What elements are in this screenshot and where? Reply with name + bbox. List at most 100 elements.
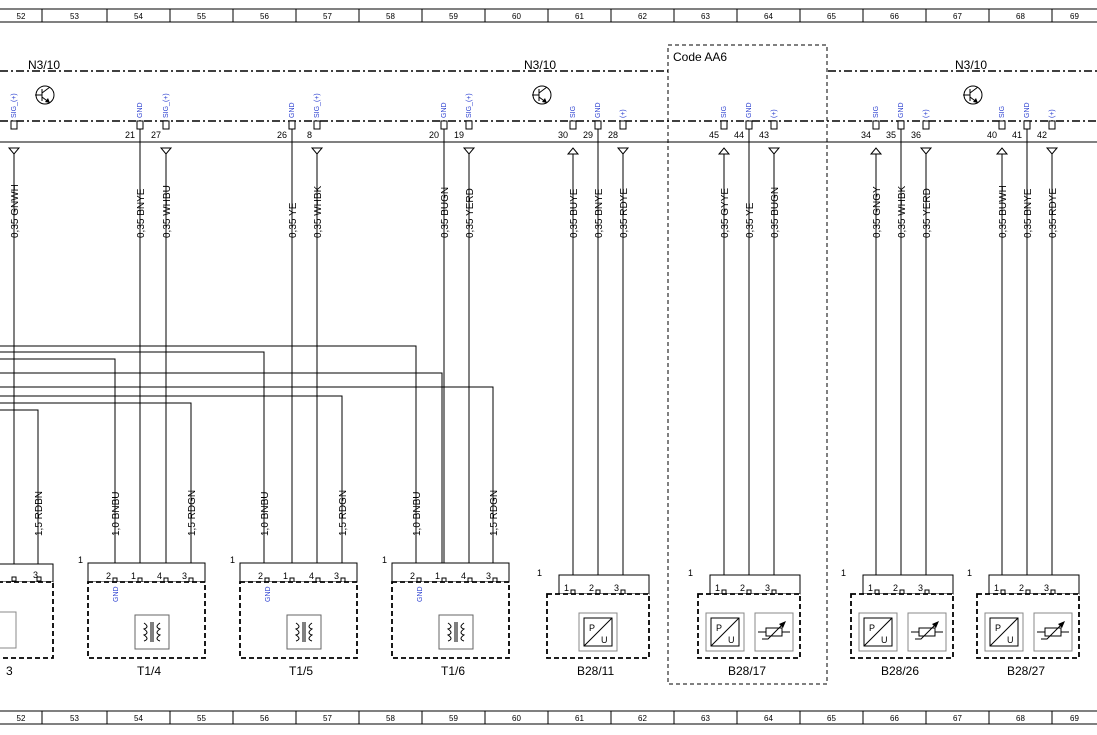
pin-terminal: [136, 120, 144, 130]
grid-column-label: 60: [512, 714, 521, 723]
wire-color-label: 0,35 GYYE: [720, 188, 731, 238]
pin-terminal: [745, 120, 753, 130]
module-pin: (+)280,35 RDYE: [608, 109, 630, 587]
pin-number: 27: [151, 130, 161, 140]
connector-number: 1: [841, 568, 846, 578]
wire-color-label: 0,35 GNGY: [872, 186, 883, 238]
coil-icon: [438, 614, 474, 650]
pressure-sensor-icon: PU: [705, 612, 745, 652]
wire-color-label: 0,35 BUGN: [440, 187, 451, 238]
grid-column-label: 66: [890, 12, 899, 21]
pin-signal-label: (+): [620, 109, 627, 118]
bus-wire: [0, 372, 443, 575]
pin-signal-label: SIG: [721, 106, 728, 118]
module-pin: (+)360,35 YERD: [911, 109, 933, 587]
connector-pin-number: 1: [283, 571, 288, 581]
connector-number: 1: [537, 568, 542, 578]
grid-column-label: 54: [134, 714, 143, 723]
gnd-label: GND: [113, 586, 120, 602]
grid-column-label: 69: [1070, 714, 1079, 723]
pin-number: 20: [429, 130, 439, 140]
pin-signal-label: (+): [771, 109, 778, 118]
pin-terminal: [288, 120, 296, 130]
pin-signal-label: (+): [923, 109, 930, 118]
module-pin: SIG_(+)80,35 WHBK: [307, 93, 324, 575]
grid-column-label: 53: [70, 714, 79, 723]
output-arrow-icon: [1045, 147, 1059, 155]
connector-pin-number: 1: [564, 583, 569, 593]
component-label: T1/6: [441, 664, 465, 678]
grid-column-label: 52: [17, 714, 26, 723]
pin-terminal: [313, 120, 321, 130]
pu-u-label: U: [1007, 635, 1014, 645]
module-label-n3-10-middle: N3/10: [524, 58, 556, 72]
pin-signal-label: SIG_(+): [163, 93, 170, 118]
gnd-label: GND: [417, 586, 424, 602]
pin-signal-label: GND: [441, 102, 448, 118]
connector-pin-number: 2: [893, 583, 898, 593]
pin-terminal: [440, 120, 448, 130]
wire-color-label: 0,35 BUWH: [998, 185, 1009, 238]
pressure-sensor-icon: PU: [858, 612, 898, 652]
output-arrow-icon: [919, 147, 933, 155]
connector-number: 1: [967, 568, 972, 578]
pin-number: 42: [1037, 130, 1047, 140]
connector-pin-number: 3: [182, 571, 187, 581]
connector-pin-number: 3: [765, 583, 770, 593]
pin-number: 36: [911, 130, 921, 140]
pu-p-label: P: [589, 623, 595, 633]
module-pin: SIG_(+) 27 0,35 WHBU: [151, 93, 173, 575]
pin-signal-label: GND: [137, 102, 144, 118]
bus-wire: [0, 402, 192, 575]
grid-column-label: 69: [1070, 12, 1079, 21]
pin-number: 35: [886, 130, 896, 140]
grid-column-label: 61: [575, 12, 584, 21]
component-label: T1/4: [137, 664, 161, 678]
pin-number: 40: [987, 130, 997, 140]
grid-column-label: 64: [764, 12, 773, 21]
module-label-n3-10-right: N3/10: [955, 58, 987, 72]
grid-column-label: 67: [953, 714, 962, 723]
grid-column-label: 57: [323, 12, 332, 21]
connector-pin-number: 3: [918, 583, 923, 593]
connector-pin-number: 1: [994, 583, 999, 593]
code-aa6-box: [667, 44, 828, 685]
wire-color-label: 1,0 BNBU: [412, 492, 423, 536]
component-label: B28/11: [577, 664, 614, 678]
wire-color-label: 0,35 BUGN: [770, 187, 781, 238]
connector-pin-number: 1: [435, 571, 440, 581]
wire-color-label: 1,5 RDGN: [338, 490, 349, 536]
input-arrow-icon: [566, 147, 580, 155]
wire-color-label: 0,35 YERD: [465, 188, 476, 238]
coil-icon: [134, 614, 170, 650]
output-arrow-icon: [310, 147, 324, 155]
pin-number: 28: [608, 130, 618, 140]
pu-p-label: P: [869, 623, 875, 633]
connector-number: 1: [688, 568, 693, 578]
output-arrow-icon: [767, 147, 781, 155]
bus-wire: [0, 345, 417, 575]
grid-column-label: 60: [512, 12, 521, 21]
grid-column-label: 52: [17, 12, 26, 21]
wire-color-label: 0,35 WHBK: [313, 185, 324, 238]
pin-terminal: [594, 120, 602, 130]
grid-column-label: 68: [1016, 12, 1025, 21]
grid-column-label: 65: [827, 12, 836, 21]
wire-color-label: 0,35 WHBU: [162, 185, 173, 238]
pressure-sensor-icon: PU: [578, 612, 618, 652]
pin-terminal: [465, 120, 473, 130]
pin-terminal: [619, 120, 627, 130]
pin-signal-label: (+): [1049, 109, 1056, 118]
temperature-sensor-icon: [754, 612, 794, 652]
